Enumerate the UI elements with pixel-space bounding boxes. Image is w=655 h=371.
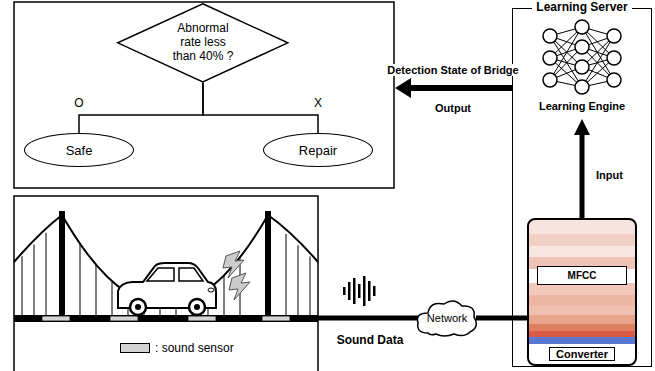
sound-sensor bbox=[188, 316, 216, 321]
wave-bar bbox=[348, 282, 351, 300]
wave-bar bbox=[373, 286, 376, 296]
hanger-line bbox=[22, 256, 23, 315]
wave-bar bbox=[358, 284, 361, 298]
car-wheel bbox=[189, 299, 205, 315]
wave-bar bbox=[368, 281, 371, 301]
car-window bbox=[179, 268, 203, 281]
line-label: Sound Data bbox=[335, 333, 406, 347]
node-text: Safe bbox=[66, 143, 93, 158]
mfcc-box: MFCC bbox=[537, 266, 627, 285]
nn-neuron bbox=[607, 29, 621, 43]
hanger-line bbox=[80, 244, 81, 315]
neural-network-icon bbox=[543, 20, 621, 94]
edge-label: Input bbox=[594, 169, 625, 181]
node-text: Learning Engine bbox=[539, 100, 625, 112]
node-text: Abnormal rate less than 40% ? bbox=[170, 22, 236, 63]
nn-neuron bbox=[543, 73, 557, 87]
hanger-line bbox=[46, 233, 47, 315]
legend-item: : sound sensor bbox=[120, 341, 234, 355]
car-hub bbox=[194, 304, 200, 310]
diamond-shape bbox=[118, 4, 288, 82]
hanger-line bbox=[224, 275, 225, 315]
hanger-line bbox=[286, 234, 287, 315]
hanger-line bbox=[34, 244, 35, 315]
hanger-line bbox=[298, 245, 299, 315]
wave-bar bbox=[363, 276, 366, 306]
arrow-label: Detection State of Bridge bbox=[385, 64, 520, 76]
flow-arrow bbox=[476, 316, 527, 321]
legend-swatch bbox=[120, 343, 150, 353]
nn-neuron bbox=[575, 80, 589, 94]
sound-sensor bbox=[42, 316, 70, 321]
result-ellipse: Safe bbox=[24, 133, 134, 167]
nn-neuron bbox=[543, 51, 557, 65]
bridge-cable bbox=[14, 215, 62, 262]
learning-engine: Learning Engine bbox=[527, 97, 637, 115]
arrow-label: Output bbox=[433, 102, 473, 114]
output-arrow bbox=[408, 85, 512, 91]
decision-diamond: Abnormal rate less than 40% ? bbox=[116, 3, 290, 83]
edge-label: X bbox=[312, 96, 324, 110]
nn-neuron bbox=[607, 73, 621, 87]
server-panel: Learning ServerLearning EngineConverterM… bbox=[512, 8, 652, 367]
hanger-line bbox=[112, 281, 113, 315]
converter-box: Converter MFCC bbox=[527, 218, 637, 366]
cloud-shape bbox=[417, 301, 476, 336]
nn-neuron bbox=[575, 20, 589, 34]
impact-bolt bbox=[229, 273, 250, 300]
node-text: MFCC bbox=[568, 270, 597, 281]
bridge-tower bbox=[265, 211, 271, 316]
node-text: Converter bbox=[549, 347, 615, 361]
sound-data-line bbox=[318, 316, 420, 321]
nn-neuron bbox=[575, 40, 589, 54]
hanger-line bbox=[310, 256, 311, 315]
output-arrowhead bbox=[395, 78, 411, 98]
bridge-tower bbox=[59, 211, 65, 316]
node-text: Network bbox=[427, 312, 467, 324]
flow-arrow bbox=[580, 131, 585, 218]
sound-wave-icon bbox=[343, 276, 376, 306]
hanger-line bbox=[96, 265, 97, 315]
branch-line bbox=[203, 83, 318, 133]
nn-neuron bbox=[607, 51, 621, 65]
network-cloud: Network bbox=[414, 297, 480, 339]
wave-bar bbox=[353, 278, 356, 304]
legend-text: : sound sensor bbox=[155, 341, 234, 355]
wave-bar bbox=[343, 287, 346, 295]
car-wheel bbox=[130, 299, 146, 315]
node-text: Learning Server bbox=[532, 0, 631, 14]
edge-label: O bbox=[72, 96, 85, 110]
car-window bbox=[147, 268, 174, 281]
car-hub bbox=[135, 304, 141, 310]
branch-line bbox=[79, 83, 203, 133]
node-text: Repair bbox=[299, 143, 337, 158]
sound-sensor bbox=[262, 316, 290, 321]
bridge-deck bbox=[14, 315, 318, 322]
impact-bolt bbox=[223, 251, 244, 278]
result-ellipse: Repair bbox=[263, 133, 373, 167]
car-headlight bbox=[208, 288, 214, 292]
sound-sensor bbox=[110, 316, 138, 321]
bridge-panel bbox=[14, 196, 318, 371]
nn-neuron bbox=[575, 60, 589, 74]
output-panel bbox=[14, 2, 394, 188]
bridge-cable bbox=[268, 215, 318, 262]
nn-neuron bbox=[543, 29, 557, 43]
